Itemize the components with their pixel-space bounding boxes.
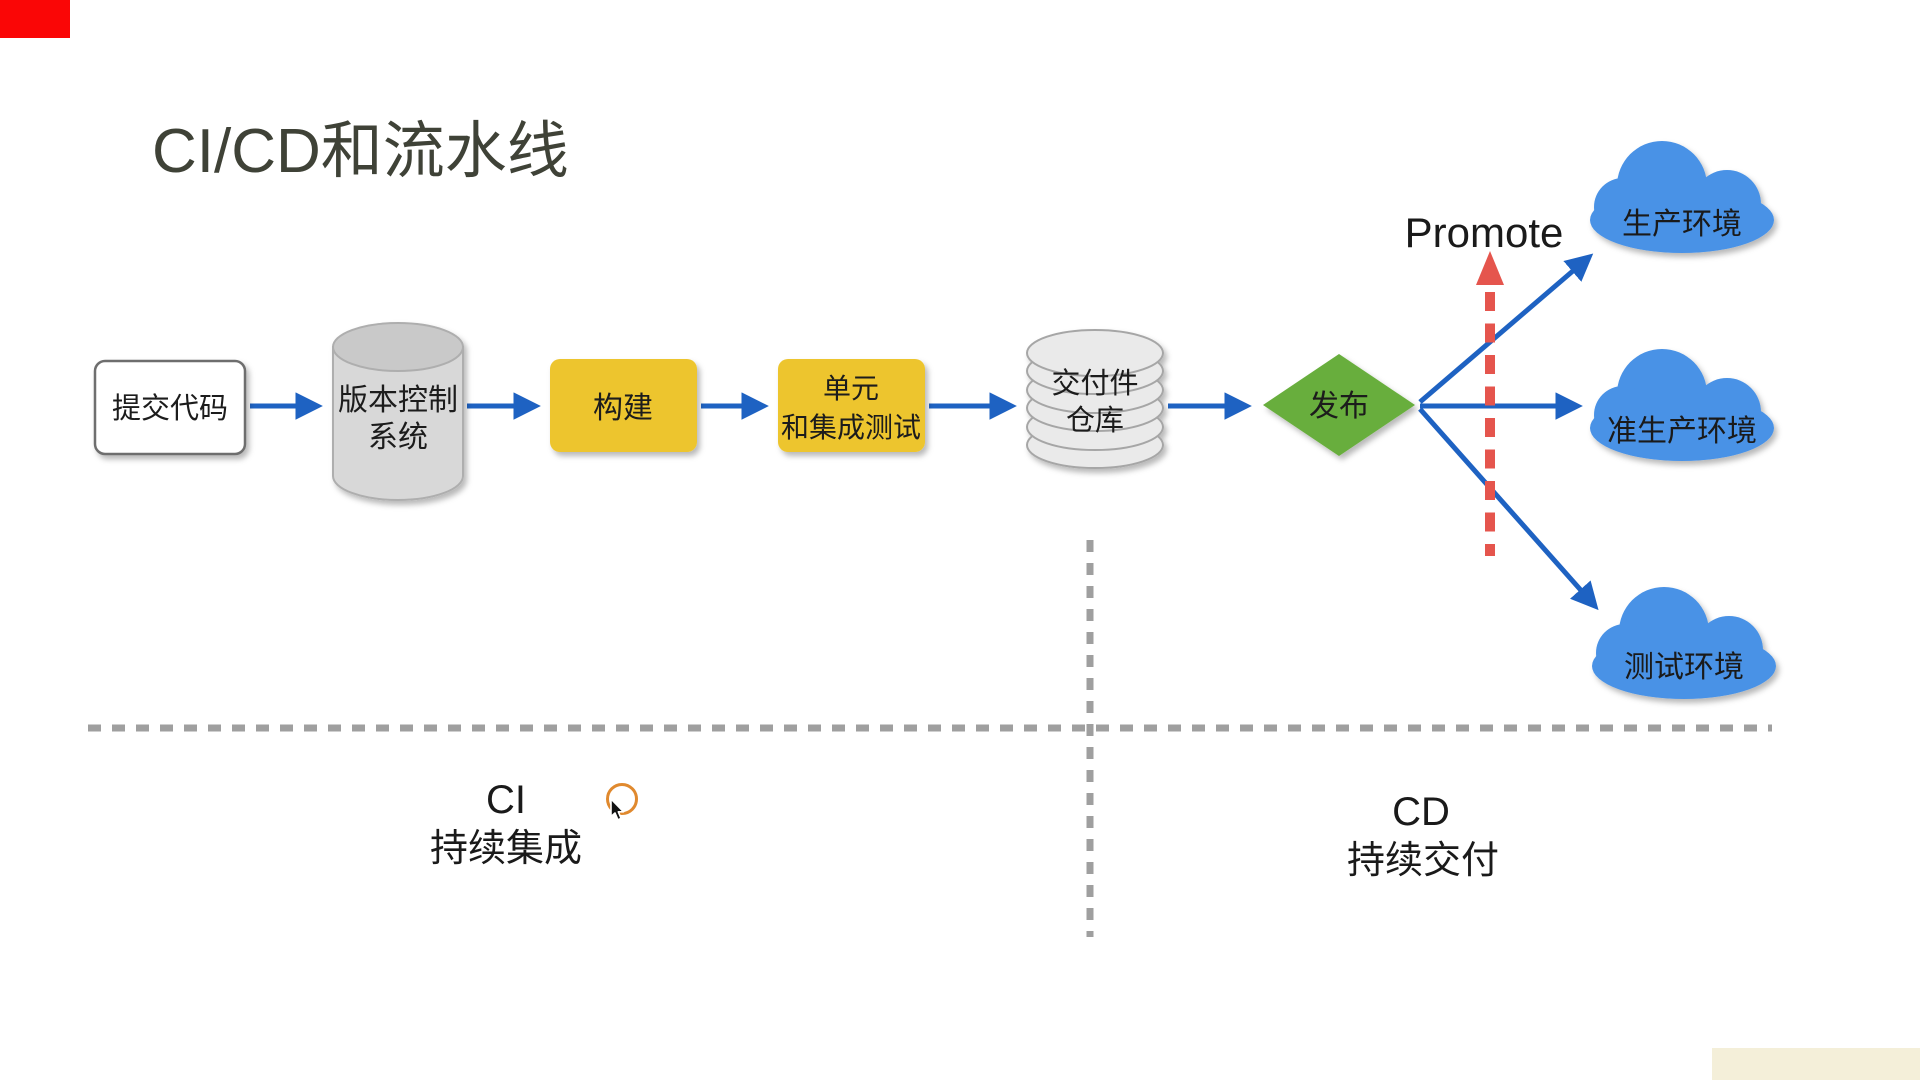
node-artifact-repo: 交付件 仓库 — [1026, 329, 1164, 469]
node-release-decision: 发布 — [1263, 354, 1415, 456]
node-test-env-cloud: 测试环境 — [1592, 587, 1776, 699]
test-env-label: 测试环境 — [1624, 651, 1744, 684]
release-label: 发布 — [1309, 390, 1369, 423]
build-label: 构建 — [593, 392, 653, 425]
vcs-label-line2: 系统 — [368, 421, 428, 454]
ci-abbr-label: CI — [486, 778, 526, 822]
node-build: 构建 — [550, 359, 697, 452]
mouse-cursor-icon — [610, 798, 625, 821]
prod-env-label: 生产环境 — [1622, 208, 1742, 241]
vcs-label-line1: 版本控制 — [338, 384, 458, 417]
repo-label-line1: 交付件 — [1051, 367, 1138, 400]
test-label-line2: 和集成测试 — [781, 412, 921, 443]
node-prod-env-cloud: 生产环境 — [1590, 141, 1774, 253]
staging-env-label: 准生产环境 — [1607, 415, 1757, 448]
repo-label-line2: 仓库 — [1066, 404, 1124, 437]
node-version-control: 版本控制 系统 — [332, 322, 464, 501]
promote-label: Promote — [1405, 209, 1564, 256]
test-label-line1: 单元 — [823, 373, 879, 404]
bottom-right-bar — [1712, 1048, 1920, 1080]
promote-arrowhead — [1476, 251, 1504, 285]
node-commit-code: 提交代码 — [93, 359, 247, 456]
arrow-release-to-production — [1418, 253, 1594, 404]
node-unit-integration-test: 单元 和集成测试 — [778, 359, 925, 452]
cd-name-label: 持续交付 — [1347, 840, 1499, 882]
cd-abbr-label: CD — [1392, 790, 1450, 834]
commit-code-label: 提交代码 — [112, 392, 228, 425]
click-highlight-circle — [606, 783, 638, 815]
ci-name-label: 持续集成 — [430, 828, 582, 870]
node-staging-env-cloud: 准生产环境 — [1590, 349, 1774, 461]
red-corner-marker — [0, 0, 70, 38]
arrow-release-to-testing — [1418, 407, 1599, 611]
page-title: CI/CD和流水线 — [152, 117, 569, 186]
